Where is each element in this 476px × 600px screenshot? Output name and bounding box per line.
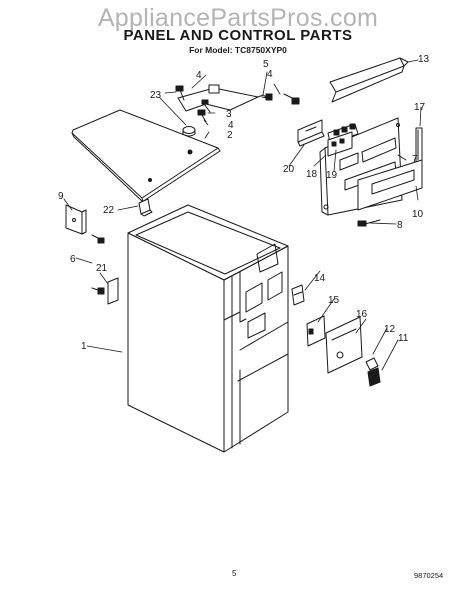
screw-3: [201, 99, 211, 113]
screw-near-9: [91, 234, 105, 244]
callout-4-right: 4: [267, 69, 273, 80]
callout-17: 17: [414, 102, 426, 113]
part-12-knob: [365, 357, 379, 371]
callout-19: 19: [326, 170, 338, 181]
callout-11: 11: [398, 333, 409, 344]
callout-18: 18: [306, 169, 318, 180]
watermark: AppliancePartsPros.com: [97, 4, 379, 32]
callout-5: 5: [263, 59, 269, 70]
part-11-knob-cap: [367, 367, 381, 387]
part-20-bracket: [297, 119, 325, 147]
callout-15: 15: [328, 295, 340, 306]
page-title: PANEL AND CONTROL PARTS: [123, 27, 353, 44]
callout-2: 2: [227, 130, 233, 141]
part-13-top-trim: [329, 57, 409, 103]
callout-3: 3: [226, 109, 232, 120]
model-subtitle: For Model: TC8750XYP0: [189, 45, 287, 55]
page-number: 5: [232, 569, 237, 578]
part-10-overlay: [357, 159, 423, 211]
part-9-bracket: [65, 204, 87, 235]
part-23-grommet: [182, 126, 196, 137]
callout-13: 13: [418, 54, 430, 65]
callout-12: 12: [384, 324, 396, 335]
screw-4-right: [261, 93, 273, 101]
part-1-cabinet: [127, 204, 289, 453]
part-21-bracket: [107, 277, 119, 305]
callout-6: 6: [70, 254, 76, 265]
callout-9: 9: [58, 191, 64, 202]
callout-20: 20: [283, 164, 295, 175]
callout-23: 23: [150, 90, 162, 101]
screw-4-upper-left: [175, 85, 185, 101]
callout-8: 8: [397, 220, 403, 231]
part-8-screw: [357, 219, 381, 227]
callout-10: 10: [412, 209, 424, 220]
callout-14: 14: [314, 273, 326, 284]
part-16-plate: [325, 316, 363, 374]
document-number: 9870254: [414, 571, 444, 580]
leader-lines: [63, 59, 422, 371]
part-14-clip: [291, 284, 305, 306]
part-22-clip: [138, 198, 153, 217]
part-5-hinge-bracket: [177, 84, 269, 112]
callout-16: 16: [356, 309, 368, 320]
part-15-switch: [306, 315, 326, 347]
part-6-screw: [91, 287, 105, 295]
screw-4-lower: [197, 109, 207, 123]
callout-21: 21: [96, 263, 108, 274]
callout-4-mid: 4: [228, 120, 234, 131]
callout-labels: 1 2 3 4 4 4 5 6 7 8 9 10 11 12 13 14 15 …: [58, 54, 430, 352]
part-2-top-lid: [71, 109, 221, 203]
callout-22: 22: [103, 205, 115, 216]
part-18-control-switch: [327, 131, 353, 157]
callout-4-top: 4: [196, 70, 202, 81]
callout-1: 1: [81, 341, 87, 352]
callout-7: 7: [412, 154, 418, 165]
screw-4-console: [283, 93, 300, 105]
